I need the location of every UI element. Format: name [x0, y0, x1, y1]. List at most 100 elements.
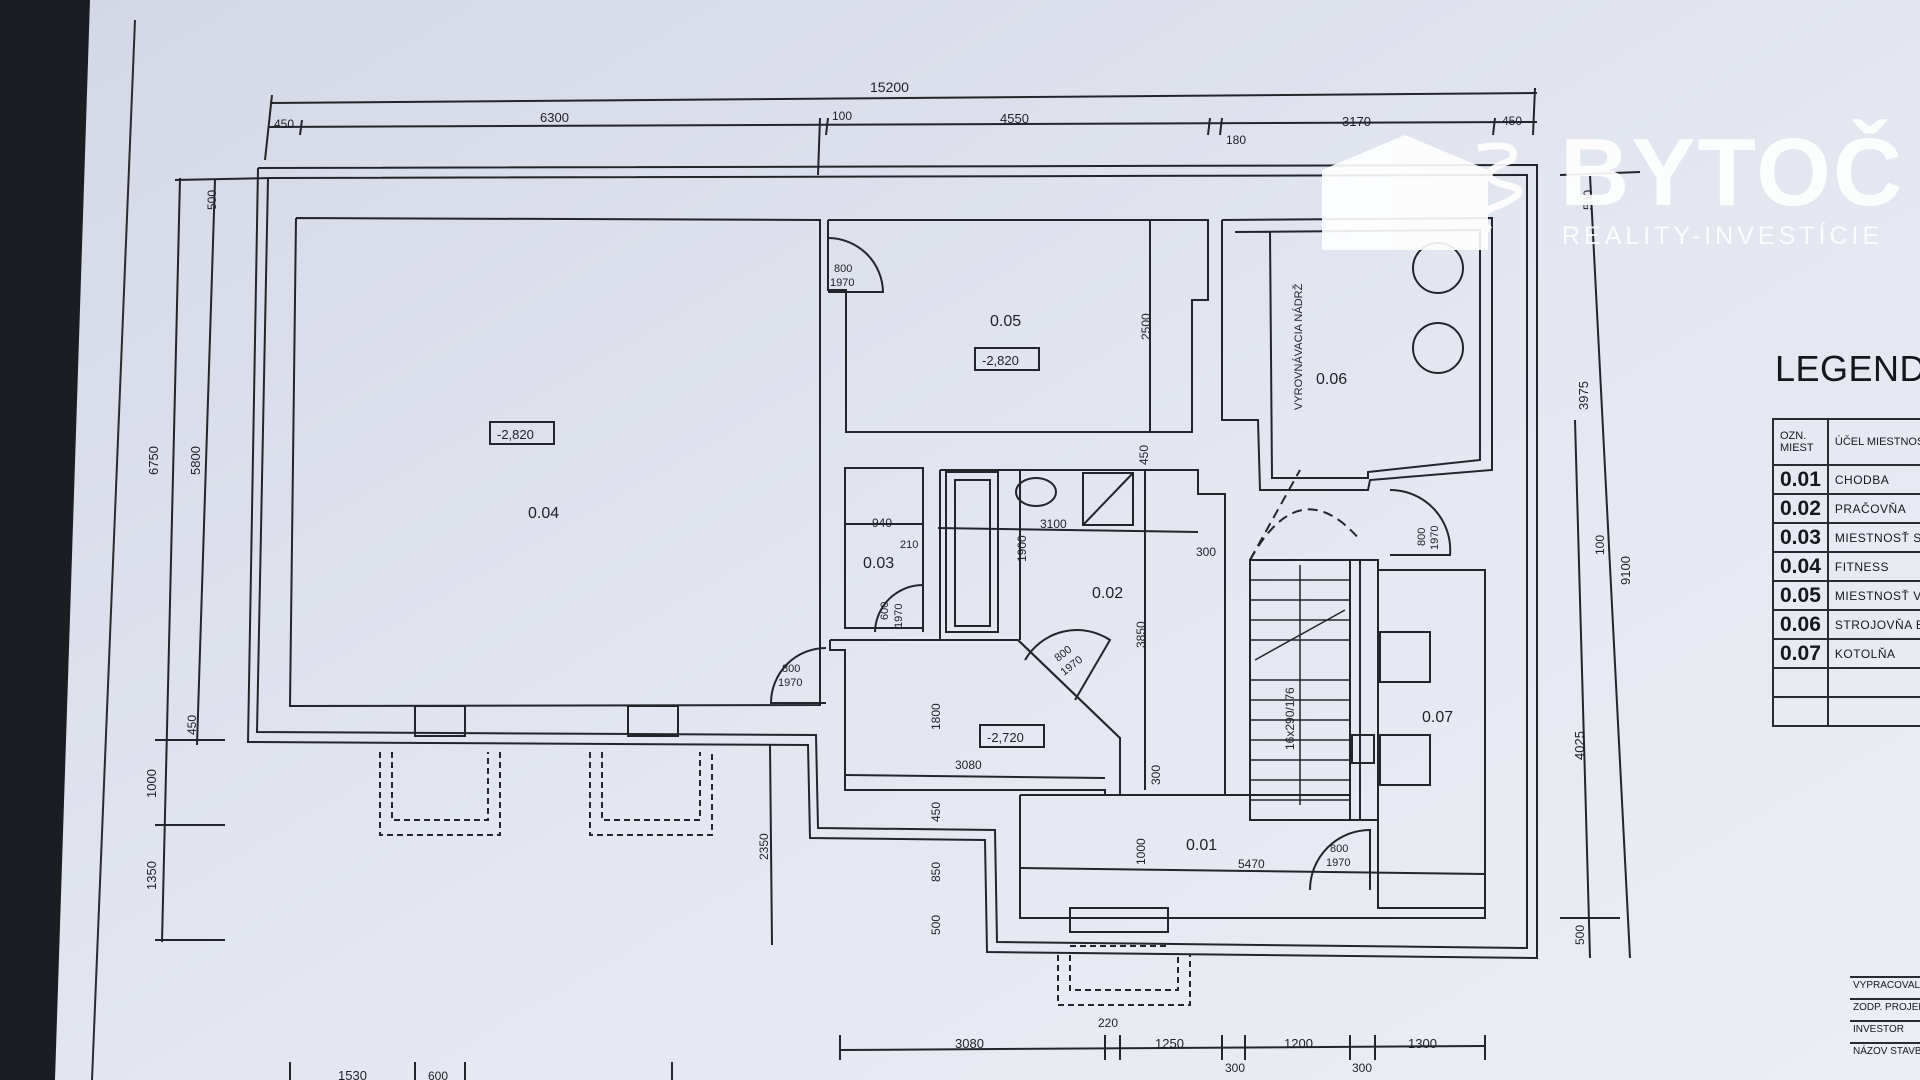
door-height: 1970	[778, 677, 802, 689]
door-width: 800	[1330, 843, 1348, 855]
brand-name: BYTOČ	[1560, 119, 1905, 226]
dim-inner: 300	[1196, 545, 1216, 559]
legend-use: MIESTNOSŤ VZ	[1826, 580, 1920, 611]
room-number: 0.03	[863, 555, 894, 572]
legend-code: 0.04	[1772, 551, 1829, 582]
dim-inner: 450	[929, 802, 943, 822]
level-mark: -2,820	[497, 427, 534, 442]
door-width: 800	[1416, 528, 1428, 546]
dim-right: 4025	[1572, 731, 1587, 760]
legend-code: 0.05	[1772, 580, 1829, 611]
dim-top: 100	[832, 109, 852, 123]
legend-code: 0.02	[1772, 493, 1829, 524]
dim-inner: 3080	[955, 758, 982, 772]
titleblock-row: INVESTOR	[1850, 1020, 1920, 1042]
legend-header-code: OZN. MIEST	[1772, 418, 1829, 466]
door-height: 1970	[830, 277, 854, 289]
dim-top: 4550	[1000, 111, 1029, 126]
dim-top: 450	[1502, 114, 1522, 128]
brand-tagline: REALITY-INVESTÍCIE	[1562, 222, 1884, 250]
dim-bottom: 1300	[1408, 1036, 1437, 1051]
dim-top: 180	[1226, 133, 1246, 147]
dim-left: 1000	[144, 769, 159, 798]
dim-bottom: 220	[1098, 1016, 1118, 1030]
dim-inner: 850	[929, 862, 943, 882]
outer-wall	[246, 163, 1538, 960]
stair-label: 16x290/176	[1283, 687, 1297, 750]
door-width: 600	[879, 602, 891, 620]
legend-row-empty	[1772, 667, 1920, 698]
dim-bottom: 1250	[1155, 1036, 1184, 1051]
dim-inner: 1800	[929, 703, 943, 730]
room-number: 0.05	[990, 313, 1021, 330]
dim-inner: 940	[872, 516, 892, 530]
legend-header-use: ÚČEL MIESTNOS	[1826, 418, 1920, 466]
dim-bottom: 300	[1352, 1061, 1372, 1075]
dim-inner: 1000	[1134, 838, 1148, 865]
dim-inner: 3850	[1134, 621, 1148, 648]
legend-use: KOTOLŇA	[1826, 638, 1920, 669]
paper-sheet	[55, 0, 1920, 1080]
legend-title: LEGENDA	[1775, 348, 1920, 389]
room-number: 0.06	[1316, 371, 1347, 388]
legend-use: FITNESS	[1826, 551, 1920, 582]
room-number: 0.07	[1422, 709, 1453, 726]
dim-left: 5800	[188, 446, 203, 475]
house-logo-icon	[1322, 135, 1523, 250]
titleblock-row: ZODP. PROJEK	[1850, 998, 1920, 1020]
dim-bottom: 300	[1225, 1061, 1245, 1075]
door-width: 800	[834, 263, 852, 275]
dim-top: 450	[274, 117, 294, 131]
dim-left: 450	[185, 715, 199, 735]
legend-code: 0.01	[1772, 464, 1829, 495]
level-mark: -2,720	[987, 730, 1024, 745]
door-height: 1970	[1326, 857, 1350, 869]
dim-inner: 500	[929, 915, 943, 935]
dim-inner: 2350	[757, 833, 771, 860]
legend-code: 0.07	[1772, 638, 1829, 669]
dim-left: 500	[205, 190, 219, 210]
dim-top: 3170	[1342, 114, 1371, 129]
level-mark: -2,820	[982, 353, 1019, 368]
dim-right: 9100	[1618, 556, 1633, 585]
legend-use: MIESTNOSŤ SL	[1826, 522, 1920, 553]
dim-bottom: 3080	[955, 1036, 984, 1051]
title-block: VYPRACOVAL ZODP. PROJEK INVESTOR NÁZOV S…	[1850, 976, 1920, 1064]
legend-use: STROJOVŇA BA	[1826, 609, 1920, 640]
dim-overall: 15200	[870, 79, 909, 95]
legend-row-empty	[1772, 696, 1920, 727]
legend-use: PRAČOVŇA	[1826, 493, 1920, 524]
room-number: 0.04	[528, 505, 559, 522]
dim-bottom: 1530	[338, 1068, 367, 1080]
door-width: 800	[782, 663, 800, 675]
dim-top: 6300	[540, 110, 569, 125]
dim-inner: 450	[1137, 445, 1151, 465]
dim-inner: 2500	[1139, 313, 1153, 340]
titleblock-row: NÁZOV STAVB	[1850, 1042, 1920, 1064]
legend-code: 0.06	[1772, 609, 1829, 640]
room-label: VYROVNÁVACIA NÁDRŽ	[1292, 283, 1305, 410]
dim-inner: 1900	[1015, 535, 1029, 562]
dim-inner: 3100	[1040, 517, 1067, 531]
dim-right: 500	[1573, 925, 1587, 945]
dim-inner: 210	[900, 539, 918, 551]
titleblock-row: VYPRACOVAL	[1850, 976, 1920, 998]
legend-use: CHODBA	[1826, 464, 1920, 495]
dim-bottom: 1200	[1284, 1036, 1313, 1051]
dim-left: 1350	[144, 861, 159, 890]
dim-inner: 5470	[1238, 857, 1265, 871]
room-number: 0.02	[1092, 585, 1123, 602]
dim-left: 6750	[146, 446, 161, 475]
door-height: 1970	[1429, 526, 1441, 550]
door-height: 1970	[893, 604, 905, 628]
legend-code: 0.03	[1772, 522, 1829, 553]
